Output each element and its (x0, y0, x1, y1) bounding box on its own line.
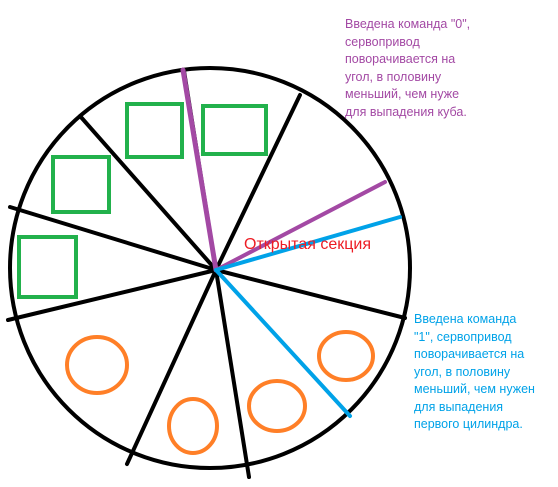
note-line: Введена команда (414, 312, 517, 326)
cylinder-marker (167, 397, 219, 455)
cube-marker (51, 155, 111, 214)
note-line: поворачивается на (345, 52, 456, 66)
note-line: для выпадения куба. (345, 104, 467, 119)
note-line: угол, в половину (414, 364, 511, 379)
command-0-line (214, 180, 387, 272)
divider-line (214, 268, 251, 479)
note-line: сервопривод (345, 34, 420, 49)
cylinder-marker (65, 335, 129, 395)
divider-line (6, 268, 218, 322)
note-line: "1", сервопривод (414, 329, 512, 344)
cylinder-marker (317, 330, 375, 382)
wheel-outline (8, 66, 412, 470)
note-line: первого цилиндра. (414, 417, 523, 431)
note-line: меньший, чем нуже (345, 87, 460, 101)
divider-line (78, 114, 218, 272)
open-section-label: Открытая секция (244, 236, 371, 253)
note-line: для выпадения (414, 399, 504, 414)
command-0-line (180, 67, 219, 273)
command-0-note: Введена команда "0", сервопривод поворач… (345, 16, 470, 121)
note-line: угол, в половину (345, 69, 442, 84)
command-1-line (214, 215, 402, 272)
note-line: меньший, чем нужен (414, 382, 535, 396)
divider-line (8, 205, 218, 272)
cube-markers (17, 102, 268, 299)
cube-marker (201, 104, 268, 156)
note-line: Введена команда "0", (345, 17, 471, 31)
note-line: поворачивается на (414, 347, 525, 361)
divider-line (125, 268, 218, 466)
cube-marker (125, 102, 184, 159)
cylinder-marker (247, 379, 307, 433)
divider-line (214, 93, 302, 272)
cube-marker (17, 235, 78, 299)
cylinder-markers (65, 330, 375, 455)
divider-line (214, 268, 407, 320)
command-1-line (214, 268, 352, 418)
command-1-note: Введена команда "1", сервопривод поворач… (414, 311, 535, 434)
